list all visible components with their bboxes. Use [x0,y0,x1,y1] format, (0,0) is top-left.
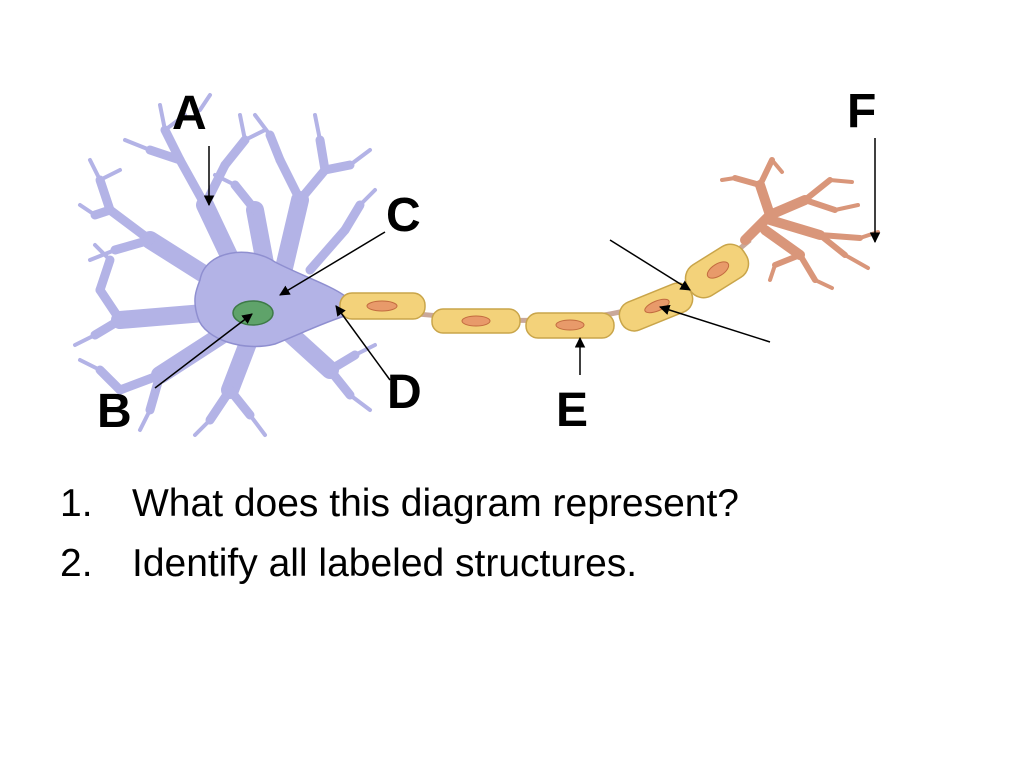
label-c: C [386,189,421,242]
neuron-diagram: A B C D E F [73,85,881,438]
question-text: What does this diagram represent? [132,482,739,525]
question-text: Identify all labeled structures. [132,542,638,585]
pointer-lines [154,138,881,389]
question-item: 1. What does this diagram represent? [60,474,739,534]
label-b: B [97,385,132,438]
question-item: 2. Identify all labeled structures. [60,534,739,594]
cell-body-and-dendrites [73,93,377,437]
question-number: 1. [60,482,93,525]
axon-terminals [720,157,880,290]
pointer-d [335,305,391,381]
pointer-b [154,313,253,389]
myelin-segment [684,243,750,299]
question-list: 1. What does this diagram represent? 2. … [60,474,739,594]
pointer-node [609,239,691,291]
myelin-sheath [339,243,750,339]
label-f: F [847,85,876,138]
myelin-segment [431,308,521,334]
myelin-segment [525,312,615,339]
question-number: 2. [60,542,93,585]
label-a: A [172,87,207,140]
nucleus [232,300,274,326]
pointer-c [279,231,386,296]
pointer-schwann [658,304,771,343]
myelin-segment [339,292,426,320]
label-d: D [387,366,422,419]
label-e: E [556,384,588,437]
myelin-segment [618,282,694,332]
